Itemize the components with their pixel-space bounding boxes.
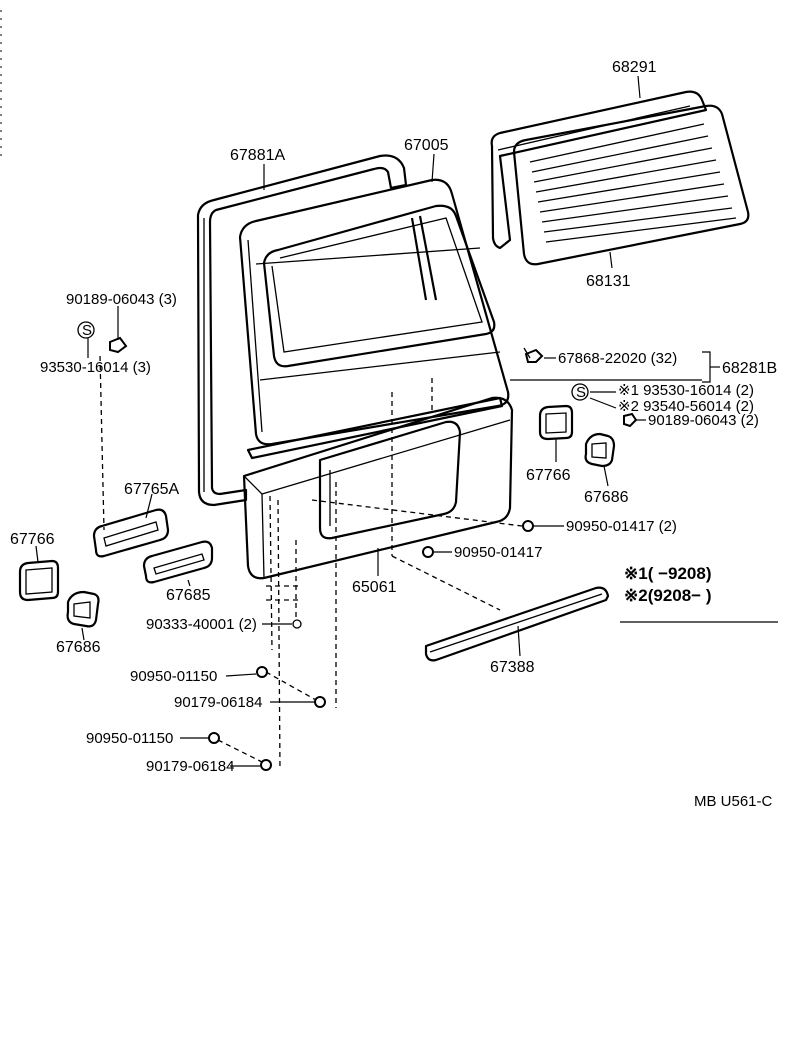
clip-90189-right xyxy=(623,412,638,428)
weatherstrip-67881a xyxy=(196,154,408,507)
label-90189-06043-3: 90189-06043 (3) xyxy=(66,291,177,308)
label-93540-56014-2: ※2 93540-56014 (2) xyxy=(618,398,754,415)
label-93530-16014-3: 93530-16014 (3) xyxy=(40,359,151,376)
label-65061: 65061 xyxy=(352,579,397,596)
label-93530-16014-2: ※1 93530-16014 (2) xyxy=(618,382,754,399)
leader-lines xyxy=(35,75,778,767)
grommet-90950-01150a xyxy=(256,666,268,678)
label-90179-06184-a: 90179-06184 xyxy=(174,694,262,711)
label-67686-left: 67686 xyxy=(56,639,101,656)
back-door-67005 xyxy=(238,178,510,446)
clip-90189-left xyxy=(109,336,128,354)
label-90950-01417: 90950-01417 xyxy=(454,544,542,561)
seal-67765a xyxy=(92,508,170,558)
label-68281b: 68281B xyxy=(722,360,777,377)
seal-67686-left xyxy=(66,590,100,628)
legend-row-2: ※2(9208− ) xyxy=(624,586,712,605)
nut-90179-06184a xyxy=(314,696,326,708)
label-67766-left: 67766 xyxy=(10,531,55,548)
label-67765a: 67765A xyxy=(124,481,179,498)
label-67685: 67685 xyxy=(166,587,211,604)
label-67881a: 67881A xyxy=(230,147,285,164)
label-90950-01417-2: 90950-01417 (2) xyxy=(566,518,677,535)
nut-90179-06184b xyxy=(260,759,272,771)
legend-row-1: ※1( −9208) xyxy=(624,564,712,583)
defogger-lines xyxy=(529,123,737,243)
label-67766-right: 67766 xyxy=(526,467,571,484)
s-symbol-left: S xyxy=(82,322,92,339)
garnish-65061 xyxy=(242,396,514,580)
moulding-strip xyxy=(246,396,504,460)
label-90333-40001: 90333-40001 (2) xyxy=(146,616,257,633)
grommet-90950-01150b xyxy=(208,732,220,744)
label-67005: 67005 xyxy=(404,137,449,154)
trim-67388 xyxy=(424,586,610,662)
label-90189-06043-2: 90189-06043 (2) xyxy=(648,412,759,429)
date-legend: ※1( −9208) ※2(9208− ) xyxy=(624,564,712,605)
screw-90333 xyxy=(292,619,302,629)
grommet-90950-01417b xyxy=(422,546,434,558)
seal-67686-right xyxy=(584,432,616,468)
label-67388: 67388 xyxy=(490,659,535,676)
seal-67766-right xyxy=(538,404,574,441)
s-marker-left: S xyxy=(77,321,95,339)
label-90950-01150-a: 90950-01150 xyxy=(130,668,217,685)
diagram-code: MB U561-C xyxy=(694,793,773,810)
label-90179-06184-b: 90179-06184 xyxy=(146,758,234,775)
seal-67766-left xyxy=(18,559,60,602)
label-68131: 68131 xyxy=(586,273,631,290)
grommets xyxy=(208,520,534,771)
seal-67685 xyxy=(142,540,214,584)
glass-68131 xyxy=(512,104,750,266)
grommet-90950-01417a xyxy=(522,520,534,532)
clip-67868 xyxy=(523,347,544,363)
label-67686-right: 67686 xyxy=(584,489,629,506)
part-labels: 68291 67881A 67005 68131 90189-06043 (3)… xyxy=(10,59,777,775)
label-90950-01150-b: 90950-01150 xyxy=(86,730,173,747)
label-67868-22020: 67868-22020 (32) xyxy=(558,350,677,367)
dashed-lines xyxy=(99,355,523,771)
label-68291: 68291 xyxy=(612,59,657,76)
s-marker-right: S xyxy=(571,383,589,401)
s-symbol-right: S xyxy=(576,384,586,401)
